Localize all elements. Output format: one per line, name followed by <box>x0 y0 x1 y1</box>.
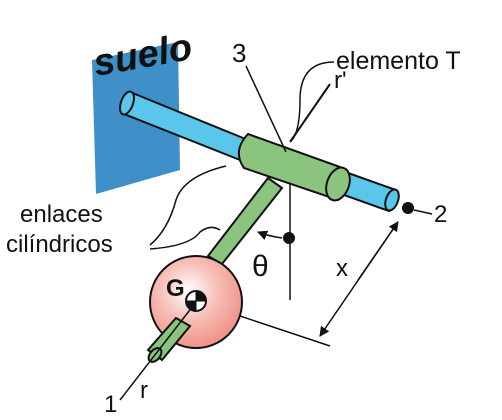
links-label-line2: cilíndricos <box>6 231 113 258</box>
links-leader-upper <box>149 165 227 246</box>
theta-label: θ <box>252 250 269 283</box>
element-name-leader <box>291 61 335 141</box>
element-name-label: elemento T <box>336 47 461 75</box>
point-2-leader <box>413 209 433 215</box>
point-2-marker <box>402 202 414 214</box>
point-2-label: 2 <box>434 201 447 228</box>
dimension-x-arrow-top <box>357 221 399 281</box>
t-element-stem <box>206 176 284 266</box>
ground-label: suelo <box>90 26 195 85</box>
blue-rod-end-right <box>384 188 400 212</box>
element-number-label: 3 <box>232 38 246 68</box>
blue-rod-end-left <box>119 90 135 116</box>
axis-r-label: r <box>140 377 148 404</box>
links-label-line1: enlaces <box>20 201 103 228</box>
links-leader-lower <box>149 226 221 250</box>
t-element-collar-face <box>325 166 351 202</box>
center-g-label: G <box>166 275 185 302</box>
theta-arc <box>257 230 283 240</box>
axis-r-line <box>119 301 197 401</box>
distance-x-label: x <box>336 255 348 282</box>
point-1-label: 1 <box>104 391 117 418</box>
axis-r-prime-label: r' <box>334 67 347 94</box>
theta-reference-dot <box>283 232 295 244</box>
element-number-leader <box>245 65 287 153</box>
